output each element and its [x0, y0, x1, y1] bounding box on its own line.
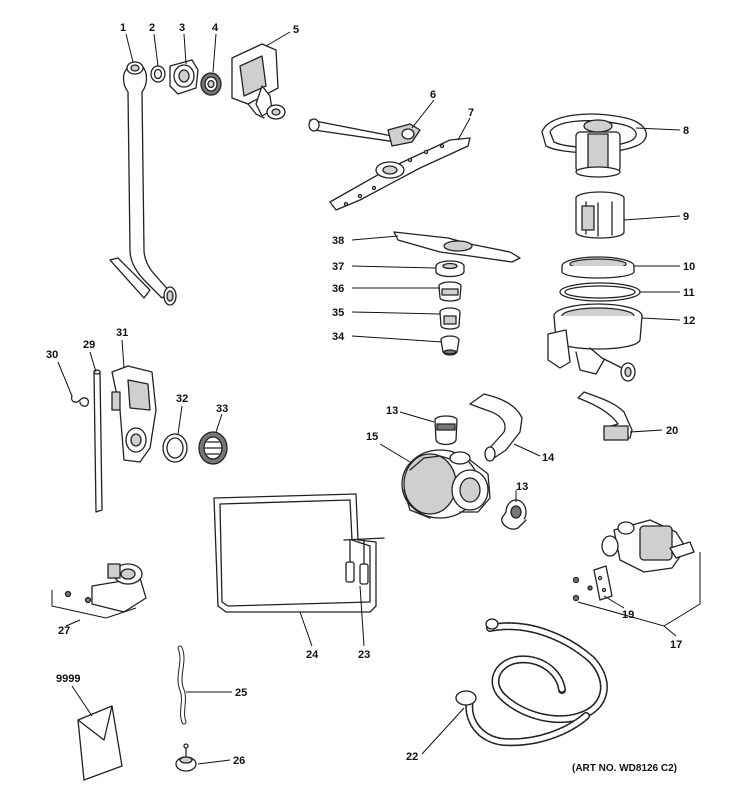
part-38-lower-spray-arm	[393, 231, 521, 263]
art-number: (ART NO. WD8126 C2)	[572, 763, 677, 774]
callout-33: 33	[216, 403, 228, 415]
callout-20: 20	[666, 425, 678, 437]
callout-26: 26	[233, 755, 245, 767]
callout-36: 36	[332, 283, 344, 295]
callout-19: 19	[622, 609, 634, 621]
part-13-coupling-lower	[501, 499, 527, 530]
part-9999-literature	[77, 705, 123, 781]
callout-27: 27	[58, 625, 70, 637]
part-14-hose-bend	[469, 393, 523, 462]
callout-12: 12	[683, 315, 695, 327]
callout-7: 7	[468, 107, 474, 119]
part-8-filter-cover	[541, 113, 647, 178]
callout-23: 23	[358, 649, 370, 661]
callout-11: 11	[683, 287, 695, 299]
leader-lines	[51, 31, 701, 765]
callout-3: 3	[179, 22, 185, 34]
callout-labels: 1 2 3 4 5 6 7 8 9 10 11 12 13 13 14 15 1…	[46, 22, 695, 767]
callout-24: 24	[306, 649, 319, 661]
callout-8: 8	[683, 125, 689, 137]
callout-5: 5	[293, 24, 299, 36]
part-36-collar	[438, 281, 462, 302]
callout-15: 15	[366, 431, 378, 443]
callout-35: 35	[332, 307, 344, 319]
part-1-supply-tube	[109, 61, 177, 306]
part-10-housing-ring	[561, 256, 635, 279]
part-31-channel	[111, 365, 157, 463]
callout-32: 32	[176, 393, 188, 405]
part-29-rod	[93, 369, 103, 513]
callout-1: 1	[120, 22, 126, 34]
part-5-manifold-housing	[231, 43, 286, 120]
part-2-o-ring	[150, 65, 166, 83]
callout-17: 17	[670, 639, 682, 651]
part-23-connectors	[345, 539, 369, 585]
part-7-upper-spray-arm	[329, 137, 471, 211]
part-25-small-hose	[177, 645, 187, 725]
callout-13-lower: 13	[516, 481, 528, 493]
part-22-drain-hose	[455, 618, 608, 747]
part-33-impeller-cap	[198, 431, 228, 465]
part-27-bracket-switch	[64, 563, 147, 613]
callout-31: 31	[116, 327, 128, 339]
callout-22: 22	[406, 751, 418, 763]
part-32-ring	[162, 433, 188, 463]
part-20-hose	[577, 391, 633, 441]
callout-37: 37	[332, 261, 344, 273]
callout-29: 29	[83, 339, 95, 351]
part-6-spray-arm-hub	[308, 118, 421, 147]
part-12-sump-housing	[547, 303, 643, 382]
part-19-mounting-plate	[572, 565, 613, 602]
callout-10: 10	[683, 261, 695, 273]
part-4-nut	[200, 72, 222, 96]
part-11-gasket	[559, 282, 641, 302]
part-13-coupling-upper	[434, 415, 458, 446]
part-9-filter-cylinder	[575, 191, 625, 239]
callout-4: 4	[212, 22, 219, 34]
callout-9: 9	[683, 211, 689, 223]
part-37-hub-nut	[435, 260, 465, 278]
part-35-bushing	[439, 307, 461, 330]
part-30-clip	[70, 395, 90, 407]
part-26-thermostat	[175, 743, 197, 772]
callout-9999: 9999	[56, 673, 80, 685]
callout-34: 34	[332, 331, 345, 343]
callout-2: 2	[149, 22, 155, 34]
part-3-manifold-cap	[169, 59, 199, 95]
callout-14: 14	[542, 452, 555, 464]
callout-38: 38	[332, 235, 344, 247]
part-17-drain-pump	[601, 519, 695, 573]
callout-30: 30	[46, 349, 58, 361]
callout-13-upper: 13	[386, 405, 398, 417]
part-15-pump	[401, 449, 491, 519]
callout-6: 6	[430, 89, 436, 101]
part-24-harness-frame	[213, 493, 385, 613]
part-34-bearing	[440, 335, 460, 356]
callout-25: 25	[235, 687, 247, 699]
